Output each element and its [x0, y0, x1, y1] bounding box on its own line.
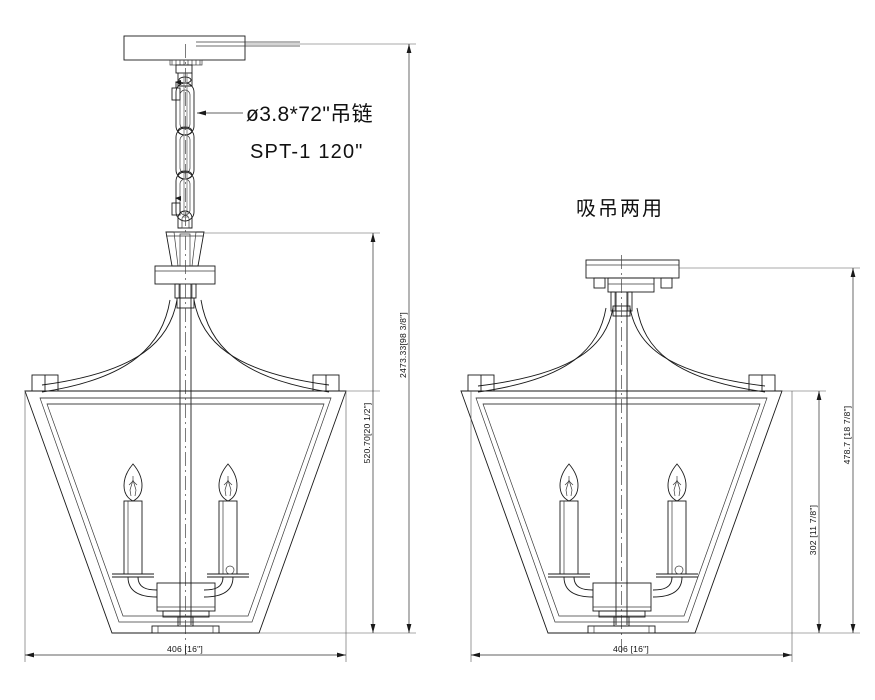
upper-plate: [154, 265, 216, 285]
dim-flush-width-text: 406 [16"]: [613, 644, 649, 654]
dim-flush-body-height: 302 [11 7/8"]: [808, 391, 822, 633]
flush-bottom-finial: [587, 616, 656, 634]
dim-pendant-width: 406 [16"]: [24, 391, 347, 662]
center-stem: [179, 284, 192, 625]
pendant-view: [24, 35, 347, 655]
flush-candle-lamp-right: [652, 463, 698, 598]
lantern-cage: [24, 390, 347, 634]
bottom-finial: [151, 616, 220, 634]
dim-pendant-body-height: 520.70[20 1/2"]: [362, 233, 376, 633]
chain-spec-annotation: ø3.8*72"吊链 SPT-1 120": [197, 103, 373, 163]
flush-support-arms: [477, 307, 766, 393]
pendant-loop-finial: [177, 210, 193, 229]
dim-flush-width: 406 [16"]: [470, 391, 793, 662]
flush-canopy-plate: [585, 259, 680, 293]
flush-center-stem: [615, 292, 628, 625]
dim-flush-overall-height: 478.7 [18 7/8"]: [842, 268, 856, 633]
chain-spec-text: ø3.8*72"吊链: [246, 103, 373, 126]
center-body-block: [156, 582, 216, 618]
dim-flush-body-height-text: 302 [11 7/8"]: [808, 505, 818, 555]
cone-body: [165, 231, 205, 267]
pendant-dimensions: 2473.33[98 3/8"] 520.70[20 1/2"] 406 [16…: [24, 43, 416, 662]
flush-center-body-block: [592, 582, 652, 618]
dual-mount-label: 吸吊两用: [576, 196, 664, 220]
ceiling-mount-plate: [123, 35, 300, 74]
support-arms: [41, 299, 330, 393]
dim-pendant-width-text: 406 [16"]: [167, 644, 203, 654]
hanging-chain: [171, 73, 195, 222]
cord-spec-text: SPT-1 120": [250, 141, 364, 163]
dim-pendant-overall-height: 2473.33[98 3/8"]: [398, 44, 412, 633]
candle-lamp-right: [203, 463, 249, 598]
dim-pendant-overall-height-text: 2473.33[98 3/8"]: [398, 312, 408, 378]
flush-candle-lamp-left: [548, 463, 594, 598]
candle-lamp-left: [112, 463, 158, 598]
dim-pendant-body-height-text: 520.70[20 1/2"]: [362, 402, 372, 463]
flush-dimensions: 478.7 [18 7/8"] 302 [11 7/8"] 406 [16"]: [470, 267, 860, 662]
flush-view: 吸吊两用: [460, 196, 783, 655]
dim-flush-overall-height-text: 478.7 [18 7/8"]: [842, 406, 852, 465]
